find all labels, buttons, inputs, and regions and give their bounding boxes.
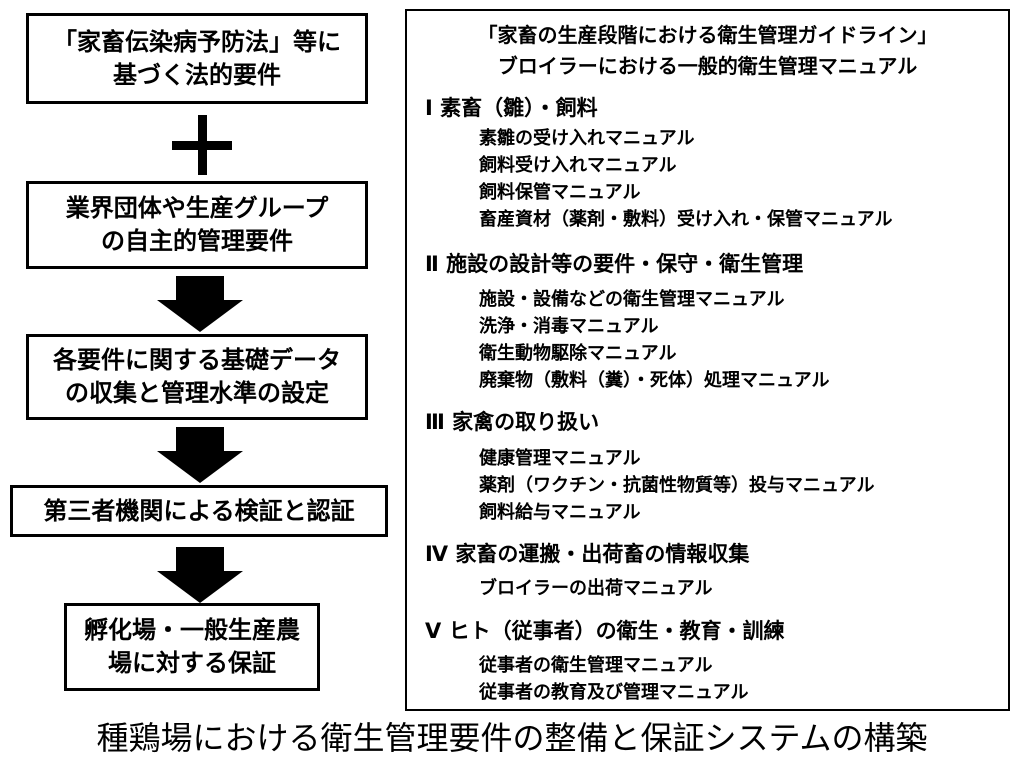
section-heading: Ⅴ ヒト（従事者）の衛生・教育・訓練 xyxy=(425,619,785,643)
section-heading: Ⅰ 素畜（雛）・飼料 xyxy=(425,96,598,120)
manual-item: ブロイラーの出荷マニュアル xyxy=(479,578,713,599)
manual-item: 従事者の教育及び管理マニュアル xyxy=(479,682,749,703)
manual-item: 廃棄物（敷料（糞）・死体）処理マニュアル xyxy=(479,370,830,391)
guideline-title: 「家畜の生産段階における衛生管理ガイドライン」 xyxy=(477,23,938,47)
box-text-line: 業界団体や生産グループ xyxy=(65,194,329,222)
box-text-line: 第三者機関による検証と認証 xyxy=(43,496,355,525)
manual-item: 施設・設備などの衛生管理マニュアル xyxy=(479,289,785,310)
manual-item: 飼料保管マニュアル xyxy=(479,182,641,203)
box-text-line: の収集と管理水準の設定 xyxy=(65,379,329,407)
certification-box: 第三者機関による検証と認証 xyxy=(10,485,388,537)
manual-item: 薬剤（ワクチン・抗菌性物質等）投与マニュアル xyxy=(479,475,875,496)
assurance-box: 孵化場・一般生産農 場に対する保証 xyxy=(64,603,320,691)
box-text-line: 孵化場・一般生産農 xyxy=(84,616,300,644)
box-text-line: 「家畜伝染病予防法」等に xyxy=(53,27,341,56)
guideline-panel: 「家畜の生産段階における衛生管理ガイドライン」 ブロイラーにおける一般的衛生管理… xyxy=(405,9,1010,711)
section-heading: Ⅱ 施設の設計等の要件・保守・衛生管理 xyxy=(425,252,804,276)
manual-item: 衛生動物駆除マニュアル xyxy=(479,343,677,364)
manual-item: 健康管理マニュアル xyxy=(479,448,641,469)
manual-item: 畜産資材（薬剤・敷料）受け入れ・保管マニュアル xyxy=(479,209,893,230)
down-arrow-icon xyxy=(157,276,243,332)
guideline-subtitle: ブロイラーにおける一般的衛生管理マニュアル xyxy=(497,54,918,78)
section-heading: Ⅲ 家禽の取り扱い xyxy=(425,410,600,434)
manual-item: 素雛の受け入れマニュアル xyxy=(479,128,695,149)
down-arrow-icon xyxy=(157,427,243,483)
section-heading: Ⅳ 家畜の運搬・出荷畜の情報収集 xyxy=(425,542,750,566)
voluntary-requirements-box: 業界団体や生産グループ の自主的管理要件 xyxy=(26,181,368,269)
down-arrow-icon xyxy=(157,547,243,603)
box-text-line: の自主的管理要件 xyxy=(101,227,293,255)
slide-caption: 種鶏場における衛生管理要件の整備と保証システムの構築 xyxy=(96,719,928,757)
plus-icon xyxy=(172,115,232,175)
box-text-line: 各要件に関する基礎データ xyxy=(53,346,341,374)
box-text-line: 基づく法的要件 xyxy=(113,60,281,89)
box-text-line: 場に対する保証 xyxy=(108,649,276,677)
manual-item: 飼料給与マニュアル xyxy=(479,502,641,523)
manual-item: 洗浄・消毒マニュアル xyxy=(479,316,659,337)
legal-requirements-box: 「家畜伝染病予防法」等に 基づく法的要件 xyxy=(26,13,368,104)
manual-item: 飼料受け入れマニュアル xyxy=(479,155,677,176)
data-collection-box: 各要件に関する基礎データ の収集と管理水準の設定 xyxy=(26,334,368,420)
manual-item: 従事者の衛生管理マニュアル xyxy=(479,655,713,676)
